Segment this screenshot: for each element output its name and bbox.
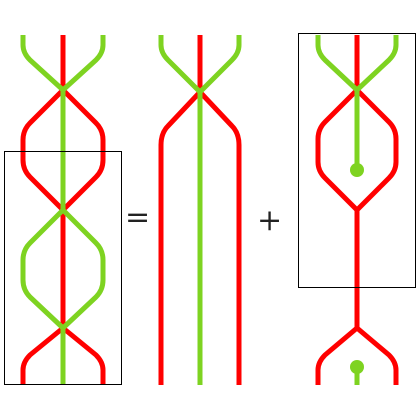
- left-braid: [4, 35, 122, 385]
- middle-braid: [158, 35, 242, 385]
- green-strand-endpoint-upper: [350, 163, 364, 177]
- red-strand-legs-bottom: [315, 325, 399, 385]
- right-braid: [298, 33, 416, 385]
- equals-sign: =: [125, 200, 150, 235]
- plus-sign: +: [257, 203, 282, 238]
- green-strand-endpoint-lower: [350, 360, 364, 374]
- right-highlight-box: [298, 33, 416, 288]
- left-highlight-box: [4, 151, 122, 385]
